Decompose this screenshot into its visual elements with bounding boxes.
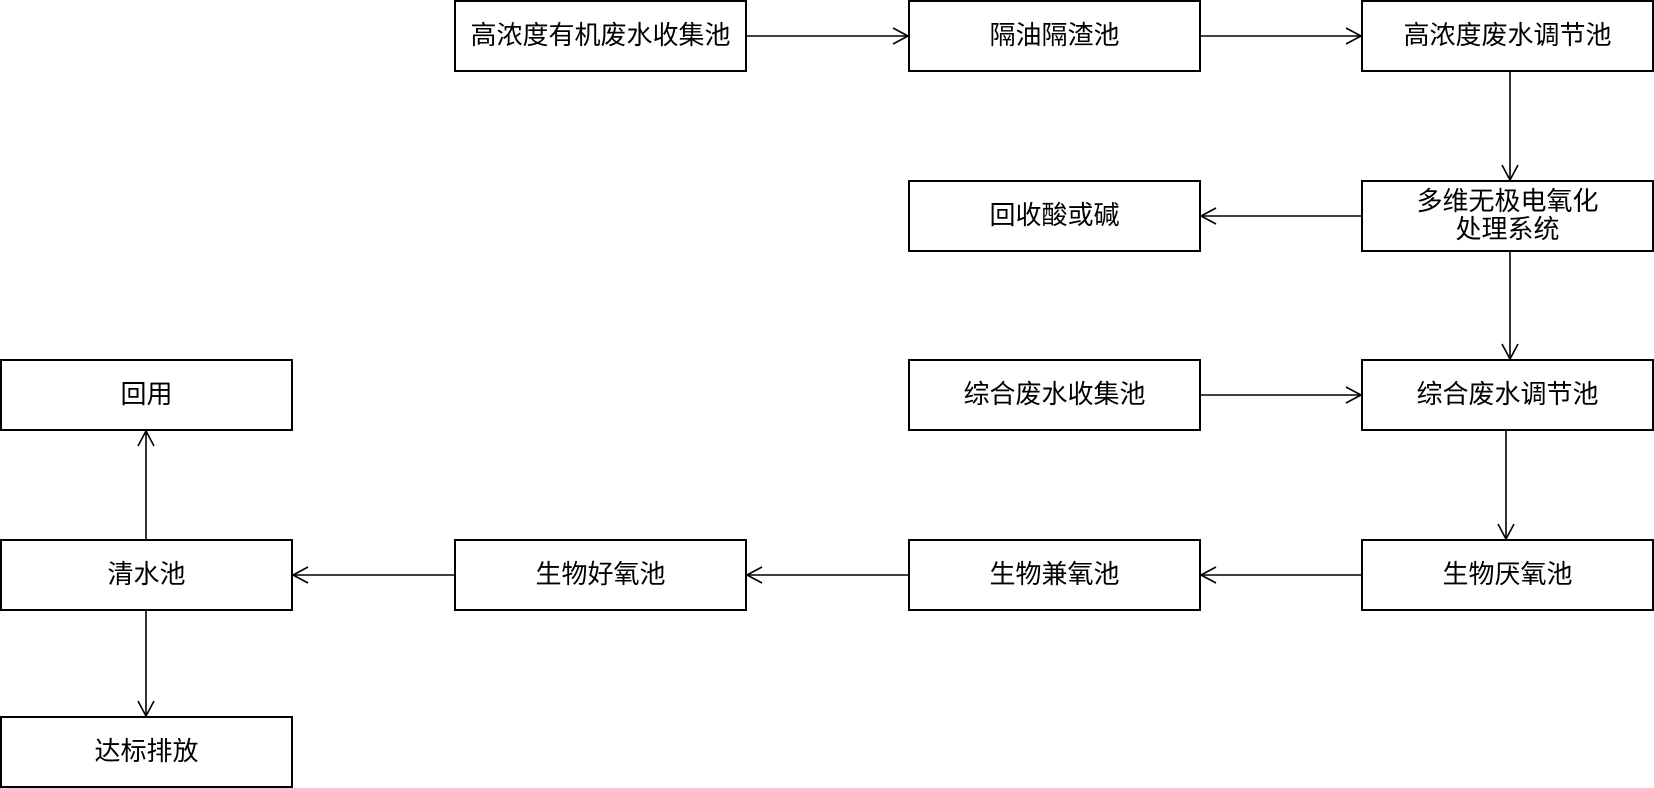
reuse-box: 回用 bbox=[0, 359, 293, 431]
recover-acid-base-box: 回收酸或碱 bbox=[908, 180, 1201, 252]
arrow-oxidation-to-recovery bbox=[1199, 207, 1361, 225]
arrow-collection-to-separation bbox=[747, 27, 910, 45]
high-conc-collection-tank: 高浓度有机废水收集池 bbox=[454, 0, 747, 72]
arrow-facultative-to-aerobic bbox=[745, 566, 908, 584]
arrow-clear-water-to-discharge bbox=[137, 611, 155, 718]
anaerobic-tank: 生物厌氧池 bbox=[1361, 539, 1654, 611]
combined-collection-tank: 综合废水收集池 bbox=[908, 359, 1201, 431]
aerobic-tank: 生物好氧池 bbox=[454, 539, 747, 611]
clear-water-tank: 清水池 bbox=[0, 539, 293, 611]
arrow-regulating-to-anaerobic bbox=[1497, 431, 1515, 541]
combined-regulating-tank: 综合废水调节池 bbox=[1361, 359, 1654, 431]
high-conc-regulating-tank: 高浓度废水调节池 bbox=[1361, 0, 1654, 72]
compliant-discharge-box: 达标排放 bbox=[0, 716, 293, 788]
arrow-combined-collection-to-regulating bbox=[1201, 386, 1363, 404]
arrow-regulating-to-oxidation bbox=[1501, 72, 1519, 182]
arrow-oxidation-to-combined-regulating bbox=[1501, 252, 1519, 361]
electro-oxidation-system: 多维无极电氧化 处理系统 bbox=[1361, 180, 1654, 252]
arrow-aerobic-to-clear-water bbox=[291, 566, 454, 584]
facultative-tank: 生物兼氧池 bbox=[908, 539, 1201, 611]
arrow-anaerobic-to-facultative bbox=[1199, 566, 1361, 584]
oil-slag-separation-tank: 隔油隔渣池 bbox=[908, 0, 1201, 72]
arrow-separation-to-regulating bbox=[1201, 27, 1363, 45]
arrow-clear-water-to-reuse bbox=[137, 429, 155, 539]
